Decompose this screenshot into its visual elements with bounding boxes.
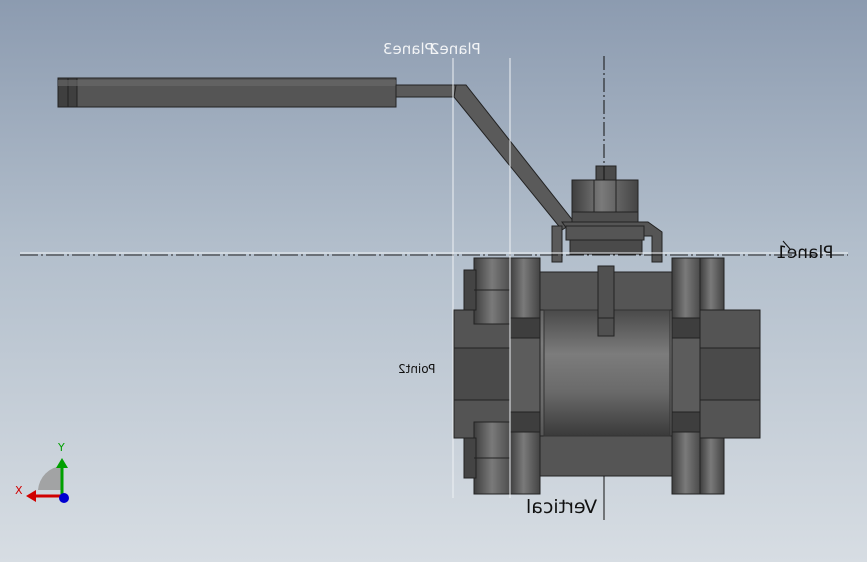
plane3-label: Plane3 <box>383 40 434 58</box>
right-end-connector[interactable] <box>699 257 761 495</box>
stem-nut[interactable] <box>565 165 645 255</box>
left-end-connector[interactable] <box>453 257 515 495</box>
plane1-label: Plane1 <box>776 243 834 263</box>
coordinate-triad <box>26 458 69 503</box>
triad-y-label: Y <box>58 441 65 454</box>
plane2-label: Plane2 <box>430 40 481 58</box>
valve-body[interactable] <box>539 265 675 477</box>
reference-geometry <box>20 56 848 520</box>
triad-x-label: X <box>15 484 23 497</box>
handle-grip[interactable] <box>57 77 397 108</box>
right-flange[interactable] <box>671 257 703 495</box>
vertical-axis-label: Vertical <box>526 496 598 518</box>
point2-label: Point2 <box>398 362 436 376</box>
left-flange[interactable] <box>509 257 541 495</box>
